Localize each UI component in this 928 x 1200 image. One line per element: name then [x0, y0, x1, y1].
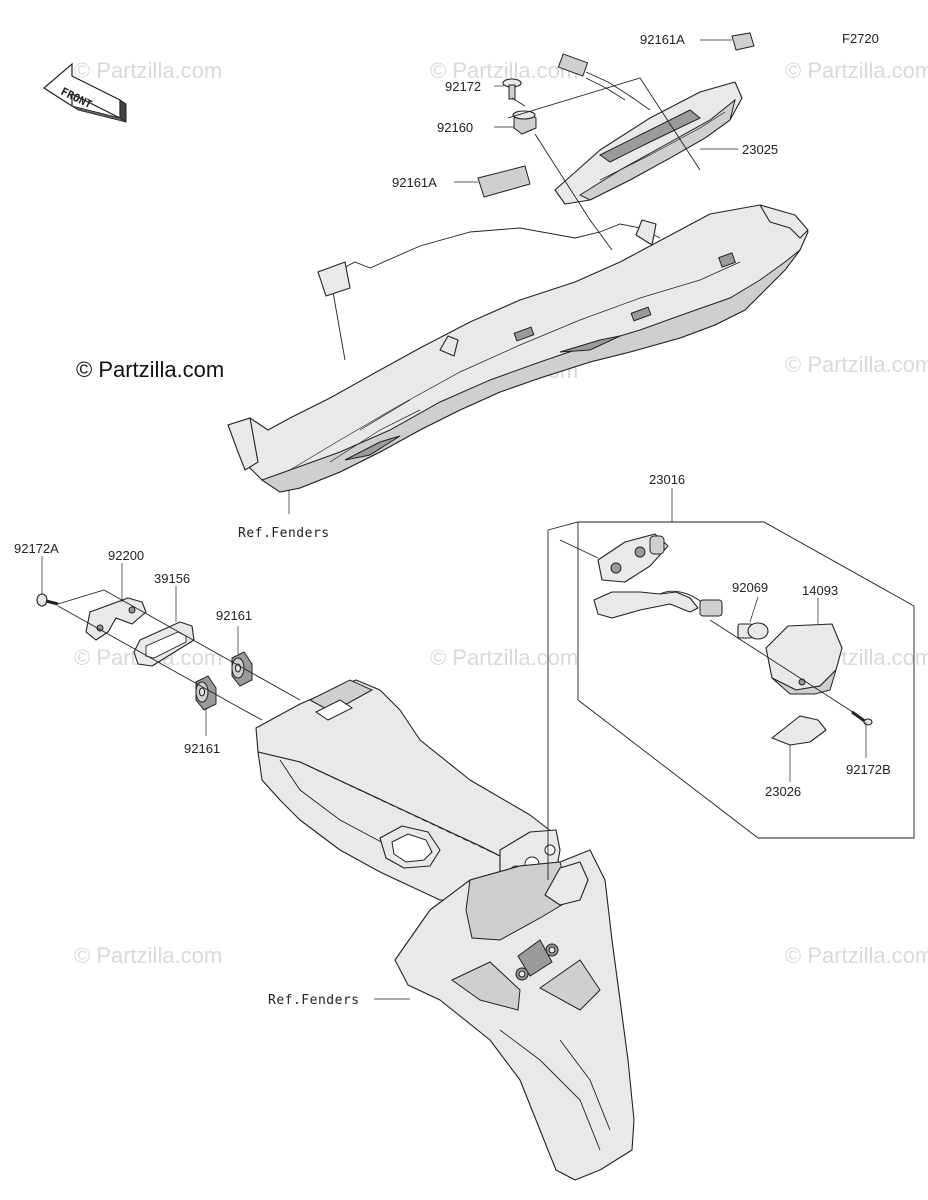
- cover-23026: [771, 715, 827, 746]
- screw-92172A: [36, 593, 59, 607]
- label-92172: 92172: [445, 79, 481, 94]
- label-ref-fenders-top: Ref.Fenders: [238, 526, 330, 541]
- pad-92161A-top: [731, 32, 755, 51]
- hole: [128, 606, 136, 614]
- label-ref-fenders-bottom: Ref.Fenders: [268, 993, 360, 1008]
- watermark: © Partzilla.com: [74, 58, 222, 83]
- damper-92160: [512, 110, 537, 135]
- label-92161A-mid: 92161A: [392, 175, 437, 190]
- guide-line: [507, 77, 701, 171]
- rear-fender: [255, 679, 635, 1181]
- guide-line: [57, 605, 263, 721]
- rear-seat-cowl: [227, 204, 809, 493]
- grommet-92161-upper: [231, 651, 253, 687]
- label-23025: 23025: [742, 142, 778, 157]
- front-arrow-icon: FRONT: [42, 62, 127, 123]
- watermark: © Partzilla.com: [785, 58, 928, 83]
- label-92200: 92200: [108, 548, 144, 563]
- label-92161A-top: 92161A: [640, 32, 685, 47]
- watermark: © Partzilla.com: [785, 352, 928, 377]
- grommet-92161-lower: [195, 675, 217, 711]
- pad-92161A-mid: [477, 165, 531, 198]
- license-light-box: [547, 521, 915, 839]
- label-14093: 14093: [802, 583, 838, 598]
- bracket-92200: [85, 597, 147, 641]
- lamp-socket: [593, 533, 723, 619]
- label-23016: 23016: [649, 472, 685, 487]
- watermark: © Partzilla.com: [430, 58, 578, 83]
- bulb-92069: [737, 622, 769, 640]
- copyright-text: © Partzilla.com: [76, 357, 224, 382]
- lens-14093: [765, 623, 843, 695]
- watermark: © Partzilla.com: [785, 943, 928, 968]
- label-92069: 92069: [732, 580, 768, 595]
- screw-92172: [502, 78, 522, 100]
- label-92160: 92160: [437, 120, 473, 135]
- label-92161-lower: 92161: [184, 741, 220, 756]
- guide-line: [57, 589, 301, 701]
- diagram-code: F2720: [842, 31, 879, 46]
- label-39156: 39156: [154, 571, 190, 586]
- leader-line: [749, 596, 759, 623]
- gasket-39156: [133, 621, 195, 667]
- label-92172B: 92172B: [846, 762, 891, 777]
- watermark: © Partzilla.com: [430, 645, 578, 670]
- guide-line: [709, 619, 863, 719]
- guide-line: [511, 97, 526, 107]
- guide-line: [559, 539, 599, 559]
- label-23026: 23026: [765, 784, 801, 799]
- label-92172A: 92172A: [14, 541, 59, 556]
- tail-light-23025: [554, 53, 743, 205]
- watermark: © Partzilla.com: [74, 943, 222, 968]
- guide-line: [534, 133, 613, 251]
- label-92161-upper: 92161: [216, 608, 252, 623]
